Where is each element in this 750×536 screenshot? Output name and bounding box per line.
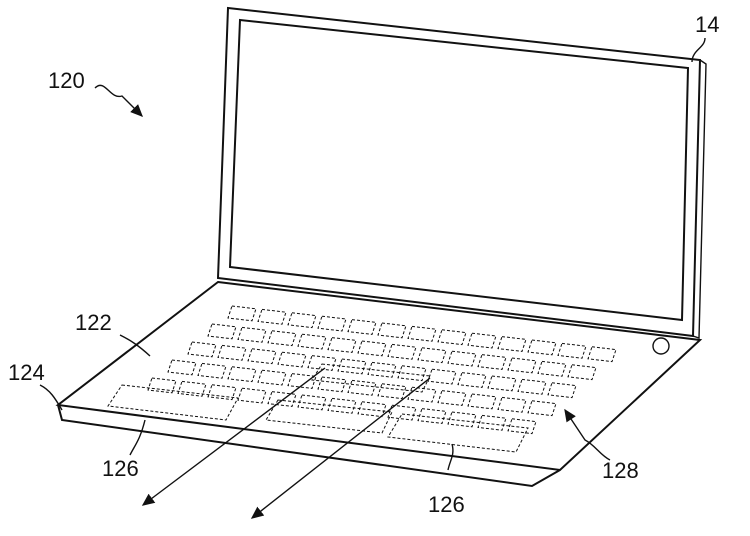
sensing-region [311,363,431,393]
keyboard-key [347,319,377,335]
display-screen [228,18,690,322]
keyboard-key [267,391,297,407]
label-124: 124 [8,360,45,385]
trackpad-center [265,399,393,434]
label-14: 14 [695,12,719,37]
keyboard-key [347,379,377,396]
keyboard-key [297,333,327,350]
keyboard-key [467,393,497,410]
keyboard-key [467,332,497,349]
keyboard-key [337,358,367,375]
leader-126-left [129,419,146,456]
keyboard-key [437,390,467,406]
keyboard-key [387,404,417,421]
keyboard-key [547,382,577,399]
keyboard-key [187,341,217,358]
keyboard-key [287,312,317,329]
keyboard-key [217,344,247,361]
keyboard-key [227,305,257,322]
label-120: 120 [48,68,85,93]
keyboard-key [517,378,547,395]
keyboard-key [237,387,267,404]
keyboard-key [507,418,537,435]
keyboard-key [527,400,557,417]
keyboard-key [437,329,467,346]
keyboard-key [207,384,237,401]
keyboard-key [497,336,527,352]
keyboard-key [257,369,287,386]
keyboard-key [507,357,537,374]
keyboard-key [357,401,387,418]
keyboard-key [197,362,227,379]
keyboard-key [447,411,477,428]
keyboard-key [147,377,177,394]
keyboard-key [417,408,447,424]
keyboard-key [327,337,357,353]
keyboard-key [177,380,207,397]
keyboard-key [317,376,347,393]
keyboard-key [257,308,287,325]
force-arrow-right [250,377,431,519]
leader-14 [691,37,706,63]
keyboard-key [587,346,617,363]
force-arrow-left [141,367,326,506]
leader-122 [119,334,151,357]
keyboard-keys [147,305,617,435]
leader-126-right [447,443,454,471]
keyboard-key [497,396,527,413]
keyboard-key [557,342,587,359]
base-housing [55,280,703,488]
leader-124 [39,384,63,411]
keyboard-key [267,330,297,347]
keyboard-key [477,354,507,370]
keyboard-key [427,368,457,385]
trackpad-left [107,384,239,421]
label-128: 128 [602,458,639,483]
keyboard-key [567,364,597,381]
keyboard-key [407,325,437,342]
keyboard-key [447,350,477,367]
keyboard-key [237,326,267,343]
keyboard-key [167,359,197,376]
label-122: 122 [75,310,112,335]
keyboard-key [457,372,487,388]
label-126-left: 126 [102,456,139,481]
keyboard-key [377,383,407,400]
keyboard-key [287,373,317,389]
label-126-right: 126 [428,492,465,517]
keyboard-key [407,386,437,403]
keyboard-key [367,361,397,378]
ref-arrow-120 [94,84,143,117]
power-button [652,337,670,355]
trackpad-right [387,413,529,453]
keyboard-key [307,355,337,371]
keyboard-key [207,323,237,340]
keyboard-key [297,394,327,411]
keyboard-key [377,322,407,339]
ref-arrow-128 [564,408,611,461]
keyboard-key [397,365,427,382]
keyboard-key [327,397,357,414]
keyboard-key [317,315,347,332]
keyboard-key [477,414,507,431]
keyboard-key [527,339,557,356]
display-lid [216,6,707,339]
keyboard-key [537,360,567,377]
keyboard-key [487,375,517,392]
keyboard-key [357,340,387,357]
keyboard-key [247,348,277,365]
keyboard-key [227,366,257,383]
keyboard-key [277,351,307,368]
keyboard-key [417,347,447,364]
keyboard-key [387,343,417,360]
